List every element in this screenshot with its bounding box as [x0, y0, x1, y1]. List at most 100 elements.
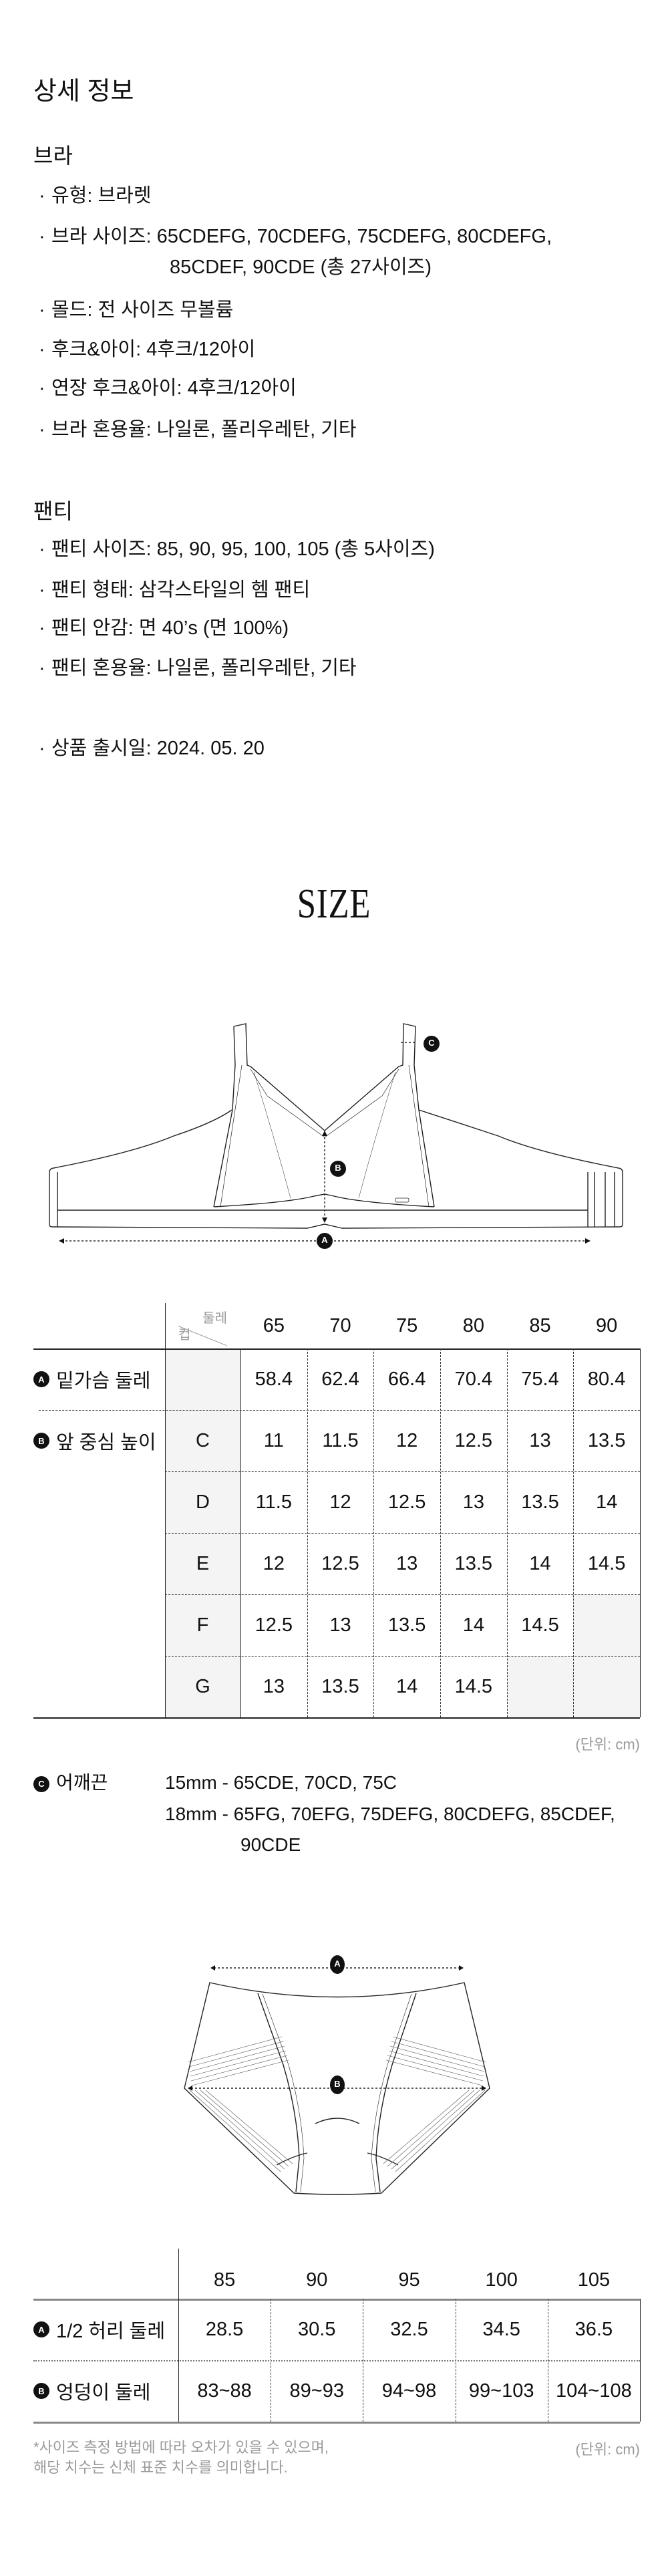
- label-column-divider: [178, 2249, 179, 2422]
- center-height-value: 13: [529, 1429, 551, 1451]
- column-header-75: 75: [396, 1314, 418, 1336]
- panty-item-material: ·팬티 혼용율: 나일론, 폴리우레탄, 기타: [39, 658, 357, 679]
- marker-a-icon: [330, 1955, 345, 1974]
- marker-b-icon: [330, 1161, 346, 1177]
- marker-c-icon: C: [33, 1775, 49, 1792]
- panty-marker-b-label: B: [334, 2079, 341, 2089]
- panty-diagram: [184, 1955, 490, 2195]
- bra-unit-label: (단위: cm): [575, 1736, 640, 1753]
- bra-item-sizes: ·브라 사이즈: 65CDEFG, 70CDEFG, 75CDEFG, 80CD…: [39, 226, 552, 278]
- marker-c-icon: [424, 1036, 440, 1052]
- underbust-label-text: 밑가슴 둘레: [56, 1371, 151, 1392]
- bra-item-mold: ·몰드: 전 사이즈 무볼륨: [39, 299, 234, 321]
- cup-cell-G: G: [165, 1656, 240, 1717]
- panty-value: 104~108: [556, 2380, 632, 2402]
- cup-cell-E: E: [165, 1533, 240, 1594]
- column-header-70: 70: [329, 1314, 351, 1336]
- header-divider: [33, 2299, 640, 2301]
- bra-diagram: [49, 1023, 623, 1249]
- right-edge: [640, 1348, 641, 1717]
- center-height-value: 12: [329, 1491, 351, 1513]
- marker-panty-row-label-1-icon: B: [33, 2383, 49, 2399]
- corner-band-label: 둘레: [202, 1311, 227, 1326]
- cup-cell-empty: [165, 1348, 240, 1410]
- strap-line-18mm: 18mm - 65FG, 70EFG, 75DEFG, 80CDEFG, 85C…: [165, 1804, 615, 1824]
- panty-row-label-1: B 엉덩이 둘레: [33, 2360, 178, 2422]
- table-bottom-line: [33, 1717, 640, 1719]
- row-dashed-divider: [165, 1656, 640, 1657]
- cup-cell-F: F: [165, 1594, 240, 1656]
- size-title: SIZE: [297, 881, 371, 927]
- center-height-label-text: 앞 중심 높이: [56, 1432, 156, 1453]
- center-height-value: 12.5: [454, 1429, 493, 1451]
- center-height-value: 11.5: [322, 1429, 359, 1451]
- underbust-label: A 밑가슴 둘레: [33, 1348, 165, 1410]
- table-bottom-line: [33, 2422, 640, 2424]
- panty-row-label-0: A 1/2 허리 둘레: [33, 2299, 178, 2360]
- center-height-value: 13.5: [387, 1614, 426, 1636]
- center-height-value: 14.5: [454, 1675, 493, 1697]
- marker-panty-row-label-0-icon: A: [33, 2321, 49, 2337]
- center-height-value: 12: [263, 1552, 285, 1574]
- marker-c-label: C: [428, 1038, 435, 1048]
- center-height-value: 14: [596, 1491, 618, 1513]
- empty-cell: [573, 1656, 640, 1717]
- panty-unit-label: (단위: cm): [575, 2441, 640, 2458]
- column-header-80: 80: [462, 1314, 484, 1336]
- underbust-value: 70.4: [454, 1368, 493, 1390]
- bra-item-type: ·유형: 브라렛: [39, 185, 152, 206]
- center-height-value: 13: [462, 1491, 484, 1513]
- panty-value: 89~93: [289, 2380, 344, 2402]
- column-header-100: 100: [485, 2269, 518, 2291]
- bra-item-ext-hook: ·연장 후크&아이: 4후크/12아이: [39, 378, 297, 399]
- size-note-1: *사이즈 측정 방법에 따라 오차가 있을 수 있으며,: [33, 2439, 329, 2456]
- marker-underbust-label-icon: A: [33, 1371, 49, 1387]
- label-column-divider: [165, 1303, 166, 1717]
- panty-row-label-1-text: 엉덩이 둘레: [56, 2382, 151, 2404]
- bra-item-material: ·브라 혼용율: 나일론, 폴리우레탄, 기타: [39, 419, 357, 440]
- bra-outline: [49, 1023, 623, 1229]
- column-header-90: 90: [596, 1314, 618, 1336]
- panty-item-shape: ·팬티 형태: 삼각스타일의 헴 팬티: [39, 579, 311, 601]
- corner-cup-label: 컵: [178, 1328, 191, 1342]
- cup-cell-C: C: [165, 1410, 240, 1471]
- center-height-value: 14: [529, 1552, 551, 1574]
- panty-row-label-0-text: 1/2 허리 둘레: [56, 2321, 166, 2342]
- center-height-value: 13.5: [454, 1552, 493, 1574]
- row-dashed-divider: [39, 1410, 640, 1411]
- column-header-85: 85: [529, 1314, 551, 1336]
- panty-value: 34.5: [482, 2318, 520, 2340]
- detail-title: 상세 정보: [33, 78, 134, 106]
- header-divider: [33, 1348, 640, 1350]
- center-height-value: 13: [329, 1614, 351, 1636]
- center-height-value: 13.5: [587, 1429, 626, 1451]
- cup-cell-D: D: [165, 1471, 240, 1533]
- marker-a-icon: [317, 1233, 333, 1249]
- bra-heading: 브라: [33, 144, 73, 168]
- empty-cell: [573, 1594, 640, 1656]
- panty-item-sizes: ·팬티 사이즈: 85, 90, 95, 100, 105 (총 5사이즈): [39, 539, 435, 560]
- center-height-value: 14: [396, 1675, 418, 1697]
- panty-value: 30.5: [298, 2318, 336, 2340]
- panty-heading: 팬티: [33, 499, 73, 523]
- center-height-value: 13.5: [521, 1491, 559, 1513]
- center-height-value: 12.5: [387, 1491, 426, 1513]
- marker-b-icon: [330, 2076, 345, 2094]
- center-height-value: 13.5: [321, 1675, 359, 1697]
- panty-value: 32.5: [390, 2318, 428, 2340]
- panty-elastic: [188, 2036, 486, 2172]
- panty-item-lining: ·팬티 안감: 면 40’s (면 100%): [39, 617, 289, 639]
- center-height-value: 14.5: [587, 1552, 626, 1574]
- center-height-value: 12: [396, 1429, 418, 1451]
- center-height-value: 13: [263, 1675, 285, 1697]
- center-height-value: 13: [396, 1552, 418, 1574]
- column-header-65: 65: [263, 1314, 285, 1336]
- underbust-value: 62.4: [321, 1368, 359, 1390]
- right-edge: [640, 2299, 641, 2422]
- underbust-value: 80.4: [587, 1368, 626, 1390]
- center-height-value: 12.5: [255, 1614, 293, 1636]
- row-dashed-divider: [165, 1471, 640, 1473]
- panty-outline: [184, 1982, 490, 2195]
